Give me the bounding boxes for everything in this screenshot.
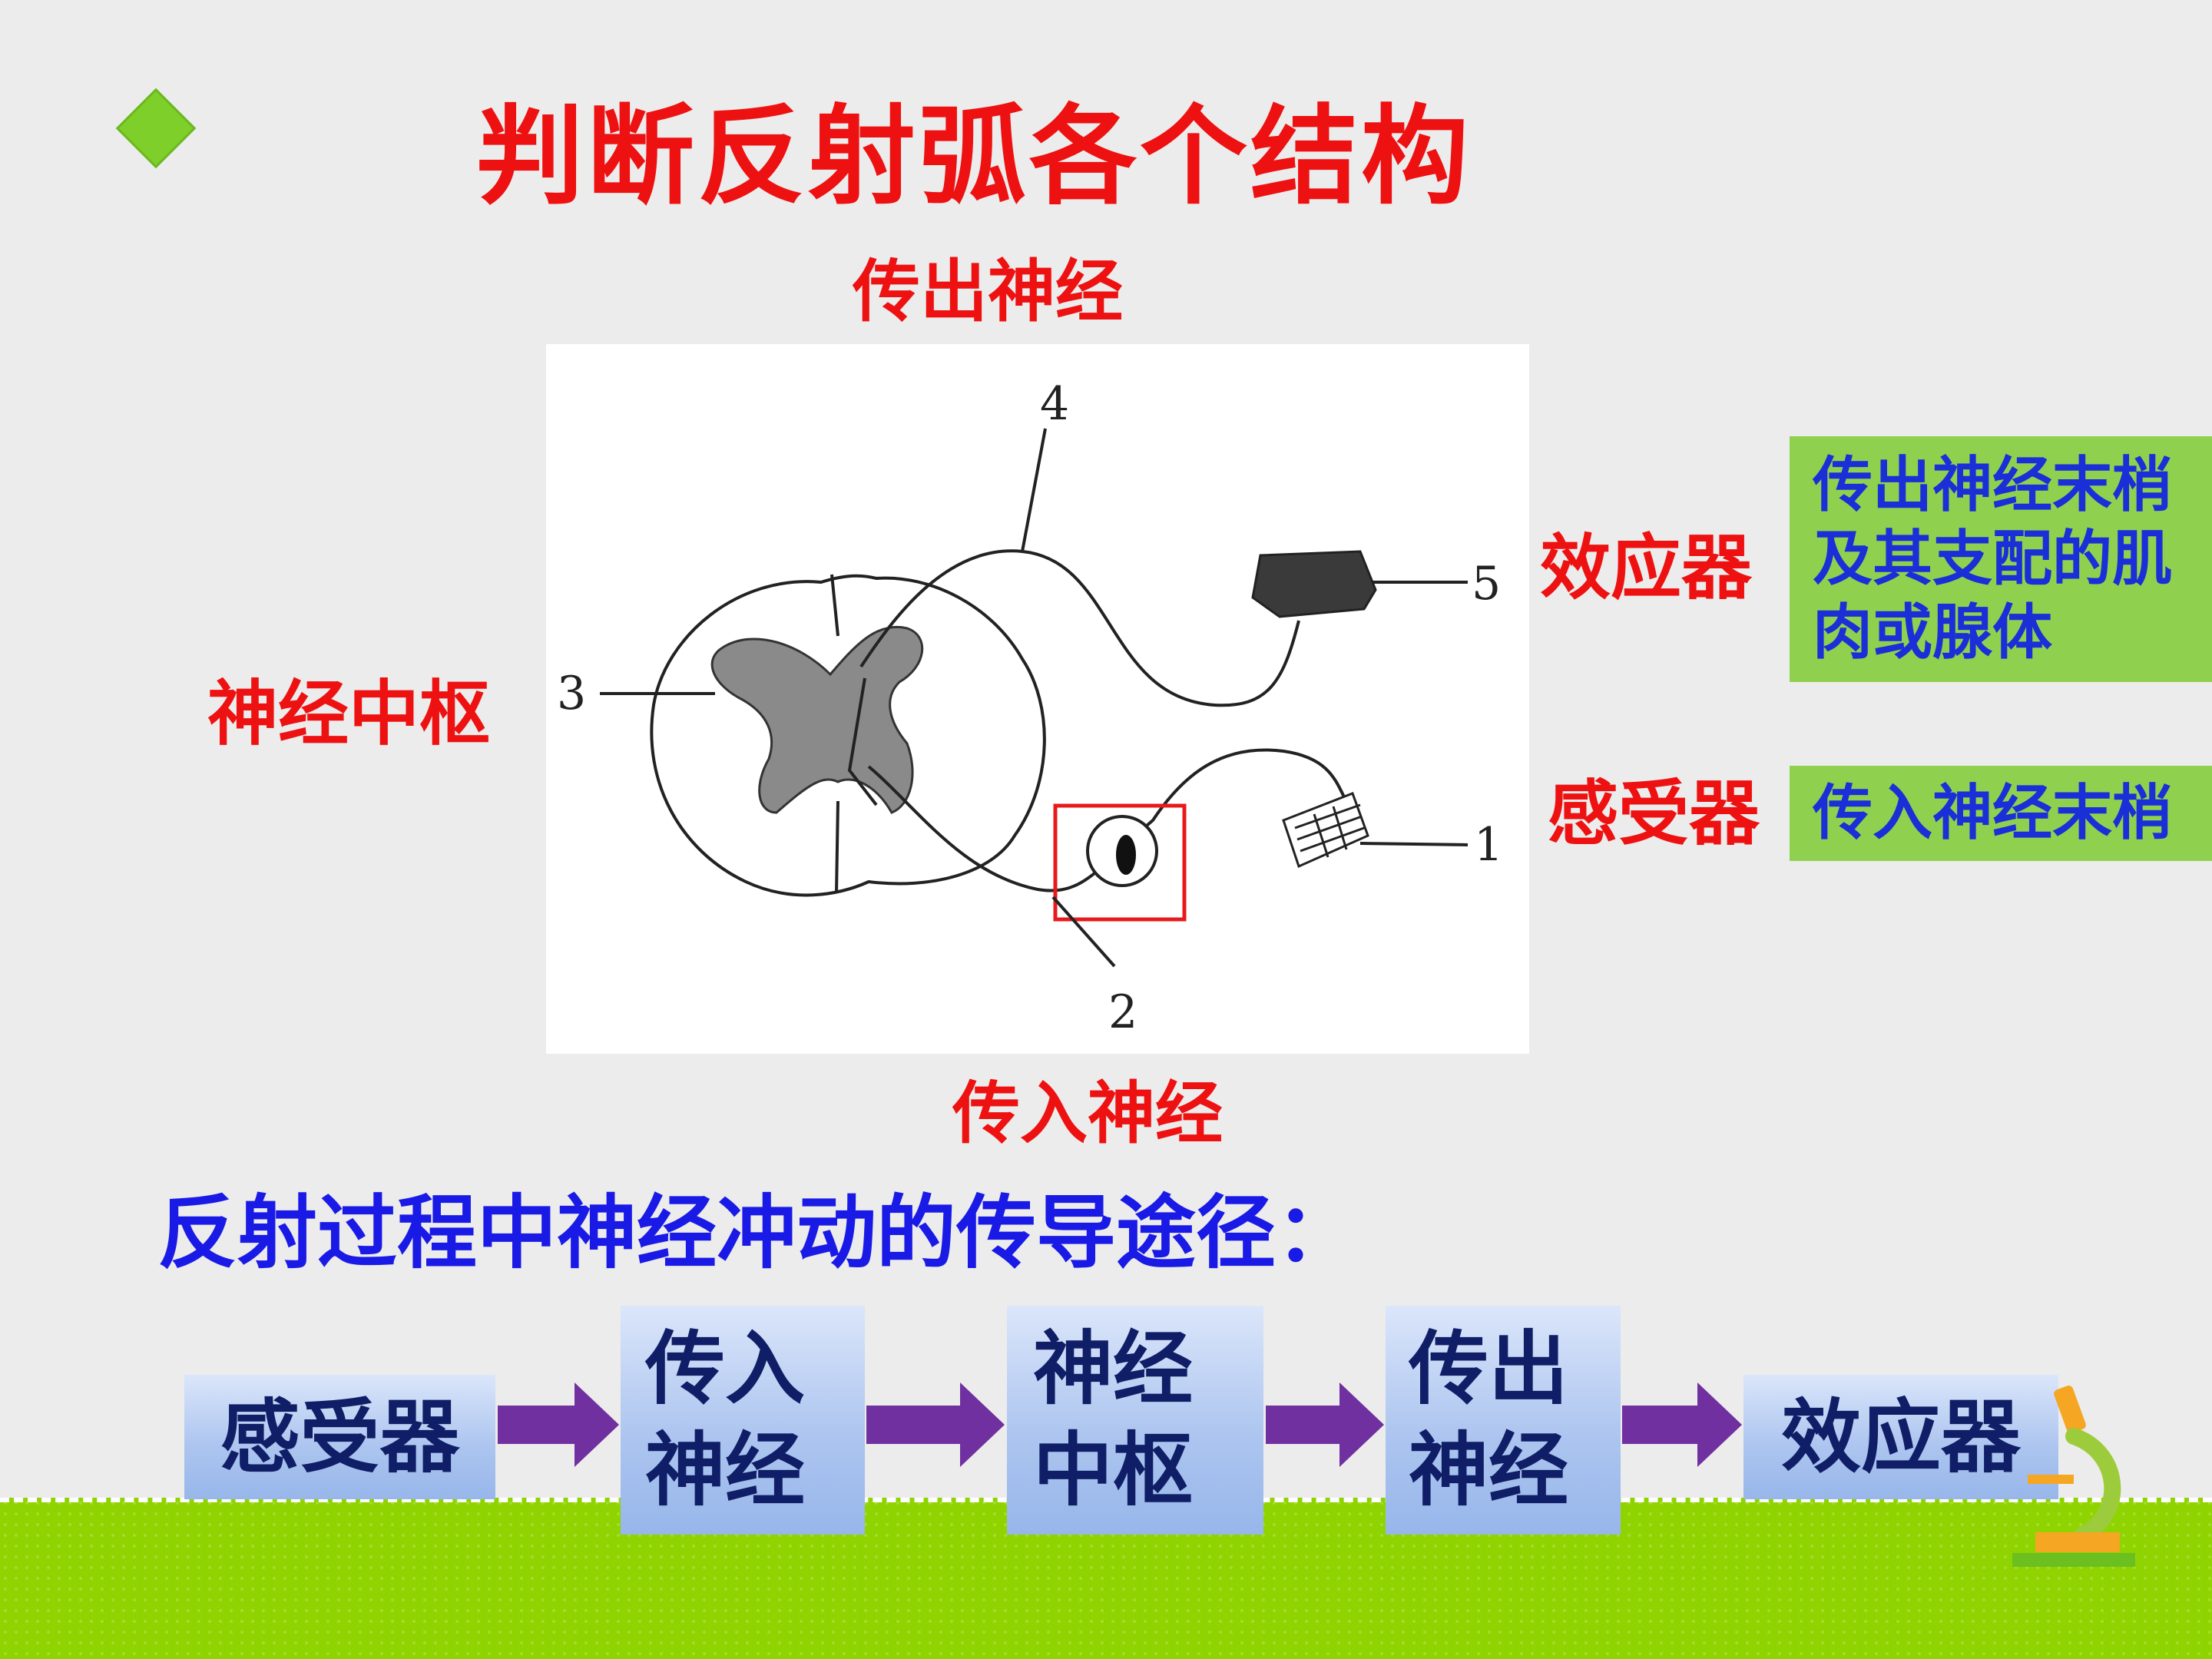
number-2: 2	[1108, 985, 1137, 1039]
receptor-texture	[1294, 803, 1365, 858]
effector-block	[1251, 550, 1377, 618]
line-1	[1359, 842, 1469, 846]
flow-step-center-line-2: 中枢	[1033, 1423, 1194, 1517]
flow-step-afferent-line-1: 传入	[645, 1322, 806, 1416]
label-receptor: 感受器	[1548, 773, 1760, 855]
flow-step-center-line-1: 神经	[1033, 1322, 1194, 1416]
right-arrow-icon	[1266, 1382, 1384, 1467]
pathway-title: 反射过程中神经冲动的传导途径：	[157, 1186, 1356, 1280]
number-5: 5	[1472, 557, 1501, 611]
label-nerve-center: 神经中枢	[207, 673, 491, 755]
diamond-bullet-icon	[115, 88, 197, 169]
reflex-arc-diagram: 4 3 5 1 2	[546, 344, 1529, 1054]
efferent-nerve-path	[859, 549, 1300, 707]
flow-step-efferent-line-1: 传出	[1409, 1322, 1569, 1416]
slide-title: 判断反射弧各个结构	[476, 94, 1472, 220]
effector-note-line-3: 肉或腺体	[1813, 598, 2053, 667]
label-effector: 效应器	[1540, 527, 1753, 609]
right-arrow-icon	[866, 1382, 1005, 1467]
spinal-cord-outline	[650, 574, 1046, 897]
number-4: 4	[1040, 377, 1069, 431]
label-efferent-nerve: 传出神经	[853, 252, 1124, 331]
receptor-note-box: 传入神经末梢	[1790, 766, 2212, 861]
effector-note-box: 传出神经末梢 及其支配的肌 肉或腺体	[1790, 436, 2212, 682]
microscope-icon	[1997, 1382, 2135, 1585]
flow-step-afferent-nerve: 传入 神经	[621, 1306, 865, 1535]
effector-note-line-1: 传出神经末梢	[1813, 451, 2173, 520]
interneuron-path	[847, 677, 878, 806]
ventral-median-line	[835, 800, 839, 894]
number-3: 3	[557, 667, 586, 720]
ganglion-body	[1116, 835, 1136, 875]
ganglion-highlight-box	[1053, 803, 1187, 922]
right-arrow-icon	[1622, 1382, 1742, 1467]
flow-step-efferent-line-2: 神经	[1409, 1423, 1569, 1517]
flow-step-effector: 效应器	[1743, 1375, 2058, 1499]
effector-note-line-2: 及其支配的肌	[1813, 525, 2173, 594]
line-4	[1021, 428, 1047, 552]
flow-step-receptor: 感受器	[184, 1375, 495, 1499]
reflex-arc-svg: 4 3 5 1 2	[557, 377, 1503, 1039]
dorsal-median-line	[830, 574, 839, 637]
right-arrow-icon	[498, 1382, 619, 1467]
flow-step-afferent-line-2: 神经	[645, 1423, 806, 1517]
number-1: 1	[1474, 818, 1503, 872]
flow-step-efferent-nerve: 传出 神经	[1386, 1306, 1621, 1535]
label-afferent-nerve: 传入神经	[952, 1074, 1224, 1153]
line-2	[1051, 896, 1116, 968]
flow-step-nerve-center: 神经 中枢	[1007, 1306, 1263, 1535]
